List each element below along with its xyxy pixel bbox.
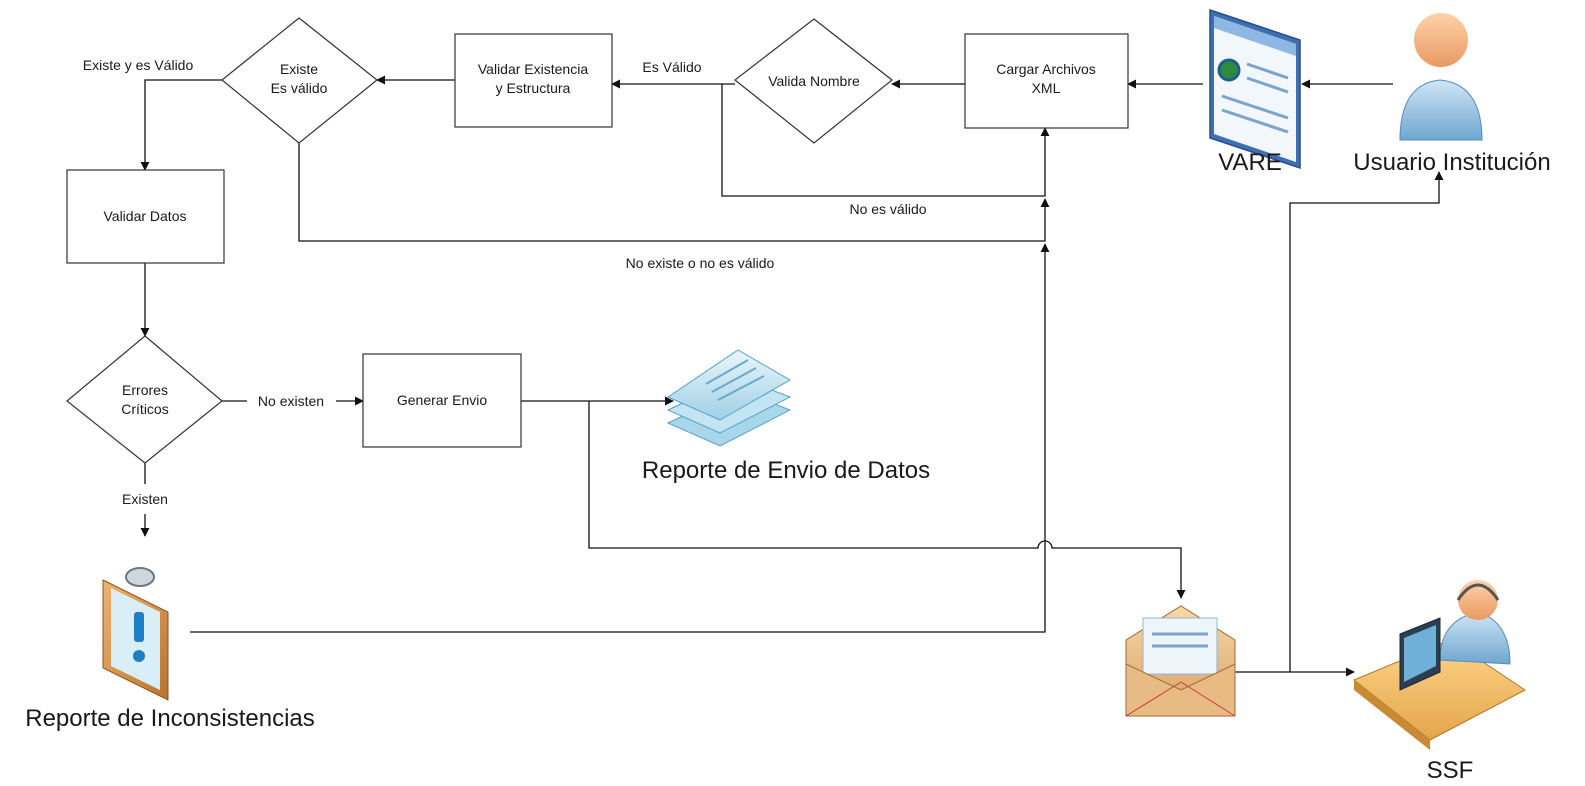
document-stack-icon — [666, 349, 792, 447]
label-no-existen: No existen — [258, 393, 324, 409]
support-operator-icon — [1353, 580, 1526, 750]
node-errores-criticos-line1: Errores — [122, 382, 168, 398]
label-existe-y-valido: Existe y es Válido — [83, 57, 194, 73]
edge-inconsistencias-cargar — [190, 243, 1050, 633]
label-es-valido: Es Válido — [642, 59, 701, 75]
envelope-icon — [1125, 605, 1236, 717]
node-valida-nombre-label: Valida Nombre — [768, 73, 860, 89]
label-usuario: Usuario Institución — [1353, 149, 1550, 176]
node-validar-existencia-line1: Validar Existencia — [478, 61, 588, 77]
node-generar-envio-label: Generar Envio — [397, 392, 487, 408]
node-generar-envio: Generar Envio — [362, 353, 522, 448]
node-validar-existencia-line2: y Estructura — [496, 80, 571, 96]
node-existe-valido: Existe Es válido — [221, 17, 378, 144]
edge-correo-usuario — [1289, 171, 1444, 672]
node-validar-existencia: Validar Existencia y Estructura — [454, 33, 613, 128]
node-validar-datos: Validar Datos — [66, 169, 225, 264]
node-errores-criticos: Errores Críticos — [66, 335, 223, 464]
browser-window-icon — [1209, 8, 1301, 170]
label-ssf: SSF — [1427, 757, 1474, 784]
user-icon — [1399, 13, 1483, 141]
node-validar-datos-label: Validar Datos — [103, 208, 186, 224]
label-no-existe: No existe o no es válido — [626, 255, 775, 271]
node-existe-valido-line2: Es válido — [271, 80, 328, 96]
edge-labels: Existe y es Válido Es Válido No es válid… — [83, 57, 927, 507]
label-reporte-envio: Reporte de Envio de Datos — [642, 457, 930, 484]
node-cargar-archivos-line1: Cargar Archivos — [996, 61, 1096, 77]
label-vare: VARE — [1218, 149, 1282, 176]
label-no-es-valido: No es válido — [849, 201, 926, 217]
clipboard-alert-icon — [102, 567, 169, 701]
node-existe-valido-line1: Existe — [280, 61, 318, 77]
node-cargar-archivos: Cargar Archivos XML — [964, 33, 1129, 129]
node-valida-nombre: Valida Nombre — [734, 18, 893, 144]
edge-noexiste-loop — [298, 143, 1050, 242]
edge-generar-correo — [588, 401, 1186, 599]
edge-novalido-loop — [721, 84, 1050, 197]
edge-existe-validardatos — [140, 79, 222, 171]
node-cargar-archivos-line2: XML — [1032, 80, 1061, 96]
node-errores-criticos-line2: Críticos — [121, 401, 168, 417]
connectors — [140, 75, 1444, 677]
label-reporte-inconsistencias: Reporte de Inconsistencias — [25, 705, 315, 732]
label-existen: Existen — [122, 491, 168, 507]
